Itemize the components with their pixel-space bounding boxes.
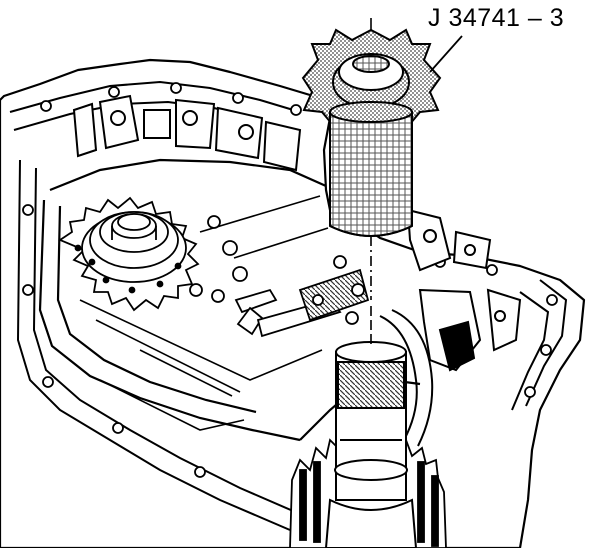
right-case-section [406,208,522,372]
separator-plate [79,195,329,431]
case-ribs [72,94,302,172]
output-shaft [324,341,418,548]
sprocket-bolts [189,215,248,303]
case-web [379,309,434,447]
tool-number-label: J 34741 – 3 [428,4,565,32]
valve-cluster [298,255,370,325]
flange-bolt-holes [22,82,558,478]
drive-sprocket [58,196,200,312]
seal-installer-tool [301,28,442,237]
transmission-case [0,58,586,548]
callout-leader-line [429,35,463,73]
